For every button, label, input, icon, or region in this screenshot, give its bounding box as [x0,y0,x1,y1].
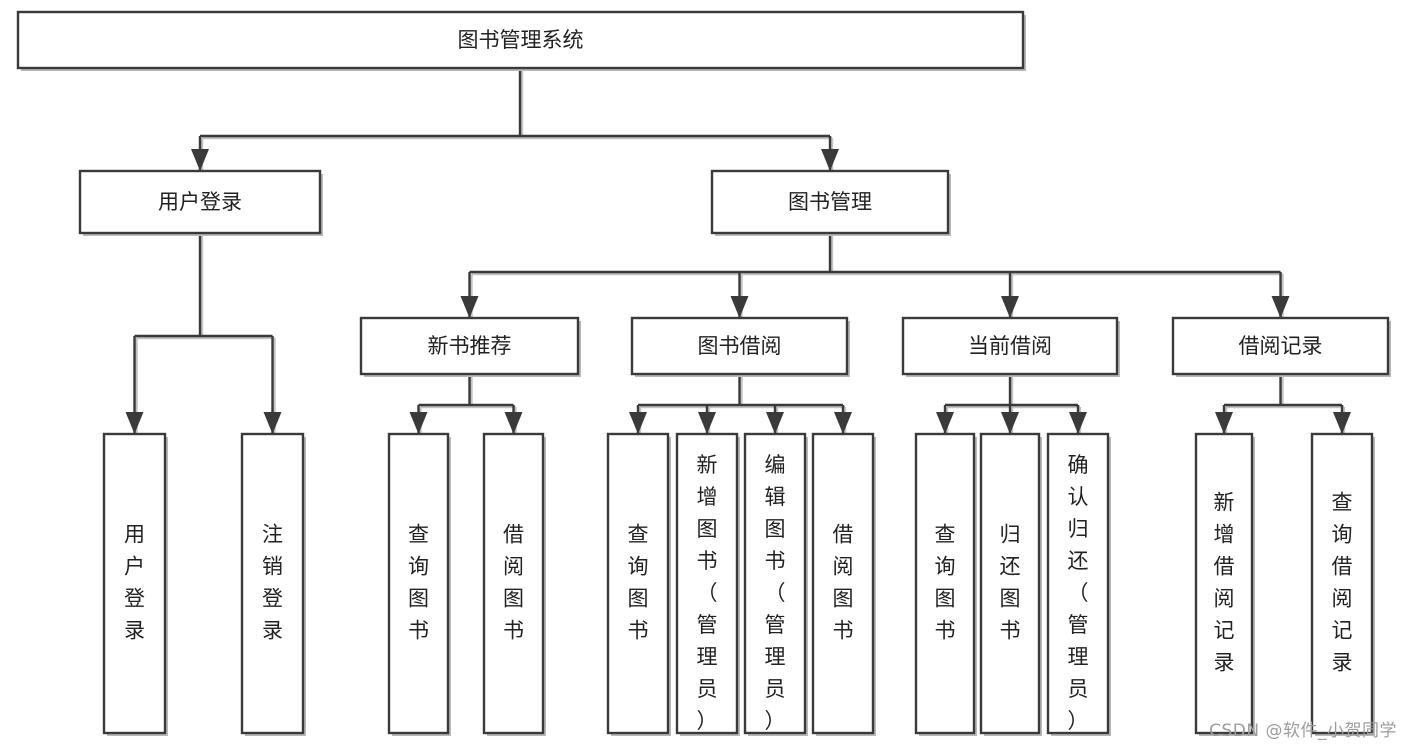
node-leaf-add-book-box[interactable] [675,432,739,735]
node-leaf-user-login-box[interactable] [102,432,167,735]
node-user-login-label: 用户登录 [158,190,242,214]
node-root-box[interactable] [16,10,1025,70]
book-borrow-arrow-2 [766,412,784,434]
node-leaf-user-login[interactable]: 用户登录 [102,432,168,736]
user-login-arrow-0 [125,412,144,434]
node-current-borrow[interactable]: 当前借阅 [901,316,1120,377]
node-borrow-record-box[interactable] [1171,316,1390,376]
node-book-management[interactable]: 图书管理 [710,169,951,236]
node-leaf-edit-book-label: 编辑图书（管理员） [765,453,786,733]
node-leaf-borrow-book-1-label: 借阅图书 [503,523,524,643]
node-leaf-add-book[interactable]: 新增图书（管理员） [675,432,740,736]
node-leaf-confirm-return[interactable]: 确认归还（管理员） [1046,432,1111,736]
node-leaf-borrow-book-1-box[interactable] [482,432,545,735]
node-leaf-logout-login-box[interactable] [240,432,305,735]
node-root-label: 图书管理系统 [458,28,584,52]
book-management-arrow-2 [1001,296,1019,318]
node-leaf-query-book-1-box[interactable] [387,432,450,735]
nodes-layer: 图书管理系统用户登录图书管理新书推荐图书借阅当前借阅借阅记录用户登录注销登录查询… [16,10,1391,736]
node-leaf-query-record-box[interactable] [1310,432,1374,735]
node-leaf-query-book-1-label: 查询图书 [408,523,429,643]
node-leaf-query-book-2[interactable]: 查询图书 [606,432,671,736]
node-leaf-edit-book-box[interactable] [743,432,807,735]
node-new-book-recommend-box[interactable] [359,316,580,376]
book-management-arrow-0 [460,296,479,318]
book-borrow-arrow-1 [698,412,716,434]
root-arrow-1 [821,149,839,171]
node-leaf-query-book-3[interactable]: 查询图书 [914,432,977,736]
current-borrow-arrow-2 [1069,412,1087,434]
connectors-layer [125,68,1351,436]
current-borrow-arrow-0 [936,412,954,434]
node-leaf-confirm-return-label: 确认归还（管理员） [1068,453,1089,733]
user-login-arrow-1 [263,412,282,434]
root-arrow-0 [191,149,209,171]
node-leaf-add-record-label: 新增借阅记录 [1214,491,1235,675]
node-user-login-box[interactable] [78,169,322,235]
node-user-login[interactable]: 用户登录 [78,169,323,236]
book-borrow-arrow-3 [834,412,852,434]
node-leaf-borrow-book-2[interactable]: 借阅图书 [811,432,876,736]
node-leaf-add-book-label: 新增图书（管理员） [697,453,718,733]
node-book-management-box[interactable] [710,169,950,235]
node-leaf-query-book-3-label: 查询图书 [935,523,956,643]
node-new-book-recommend[interactable]: 新书推荐 [359,316,581,377]
node-leaf-confirm-return-box[interactable] [1046,432,1110,735]
node-leaf-borrow-book-2-box[interactable] [811,432,875,735]
node-leaf-user-login-label: 用户登录 [124,523,145,643]
node-leaf-return-book-label: 归还图书 [1000,523,1021,643]
new-book-recommend-arrow-1 [504,412,523,434]
book-borrow-arrow-0 [629,412,647,434]
node-leaf-add-record[interactable]: 新增借阅记录 [1194,432,1255,736]
node-new-book-recommend-label: 新书推荐 [428,334,512,358]
node-leaf-query-book-2-box[interactable] [606,432,670,735]
node-book-borrow-box[interactable] [630,316,849,376]
node-leaf-logout-login-label: 注销登录 [262,523,283,643]
node-current-borrow-label: 当前借阅 [968,334,1052,358]
new-book-recommend-arrow-0 [409,412,428,434]
book-management-arrow-1 [730,296,749,318]
node-leaf-logout-login[interactable]: 注销登录 [240,432,306,736]
csdn-watermark: CSDN @软件_小贺同学 [1209,721,1397,741]
node-leaf-return-book-box[interactable] [979,432,1041,735]
node-leaf-query-record[interactable]: 查询借阅记录 [1310,432,1375,736]
node-root[interactable]: 图书管理系统 [16,10,1026,71]
node-leaf-query-book-2-label: 查询图书 [628,523,649,643]
borrow-record-arrow-1 [1333,412,1351,434]
borrow-record-arrow-0 [1215,412,1233,434]
node-leaf-query-book-3-box[interactable] [914,432,976,735]
node-leaf-return-book[interactable]: 归还图书 [979,432,1042,736]
node-leaf-add-record-box[interactable] [1194,432,1254,735]
node-current-borrow-box[interactable] [901,316,1119,376]
book-management-arrow-3 [1271,296,1290,318]
node-borrow-record[interactable]: 借阅记录 [1171,316,1391,377]
node-book-management-label: 图书管理 [788,190,872,214]
node-borrow-record-label: 借阅记录 [1239,334,1323,358]
node-leaf-borrow-book-2-label: 借阅图书 [833,523,854,643]
node-leaf-edit-book[interactable]: 编辑图书（管理员） [743,432,808,736]
current-borrow-arrow-1 [1001,412,1019,434]
node-leaf-borrow-book-1[interactable]: 借阅图书 [482,432,546,736]
node-book-borrow[interactable]: 图书借阅 [630,316,850,377]
node-leaf-query-book-1[interactable]: 查询图书 [387,432,451,736]
node-book-borrow-label: 图书借阅 [698,334,782,358]
node-leaf-query-record-label: 查询借阅记录 [1332,491,1353,675]
